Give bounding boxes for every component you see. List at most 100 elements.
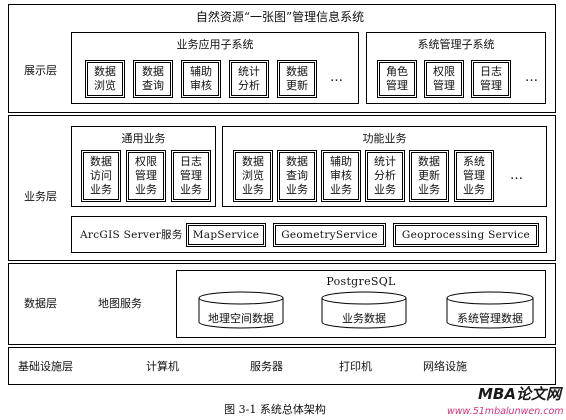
business-subsystem-box <box>71 32 359 104</box>
mgmt-subsystem-item-1-line-1: 管理 <box>433 79 455 92</box>
functional-business-item-0-line-0: 数据 <box>242 155 264 168</box>
functional-business-item-0-line-1: 浏览 <box>242 169 264 182</box>
functional-business-item-5: 系统管理业务 <box>454 150 494 202</box>
functional-business-item-4: 数据更新业务 <box>409 150 449 202</box>
infra-computer: 计算机 <box>146 360 179 373</box>
business-subsystem-title: 业务应用子系统 <box>176 38 254 51</box>
system-title: 自然资源“一张图”管理信息系统 <box>195 10 365 24</box>
mgmt-subsystem-item-0-line-0: 角色 <box>386 65 408 78</box>
functional-business-item-0: 数据浏览业务 <box>233 150 273 202</box>
data-layer <box>8 263 556 345</box>
database-geospatial-label: 地理空间数据 <box>208 312 274 325</box>
functional-business-item-2-line-1: 审核 <box>330 169 352 182</box>
general-business-item-0-line-0: 数据 <box>90 155 112 168</box>
business-subsystem-item-2-line-1: 审核 <box>190 79 212 92</box>
business-subsystem-item-0: 数据浏览 <box>85 60 125 98</box>
mgmt-subsystem-item-2-line-0: 日志 <box>480 65 502 78</box>
business-subsystem-item-0-line-1: 浏览 <box>94 79 116 92</box>
data-layer-label: 数据层 <box>24 297 57 310</box>
general-business-item-0-line-1: 访问 <box>90 169 112 182</box>
business-subsystem-more: … <box>330 70 344 85</box>
geometry-service-label: GeometryService <box>281 229 378 241</box>
business-layer <box>8 115 556 261</box>
mgmt-subsystem-more: … <box>525 70 539 85</box>
watermark-brand: MBA论文网 <box>478 385 561 403</box>
business-layer-label: 业务层 <box>24 190 57 203</box>
database-sysmgmt-label: 系统管理数据 <box>457 312 523 325</box>
arcgis-server-box <box>71 216 547 253</box>
mgmt-subsystem-item-1: 权限管理 <box>424 60 464 98</box>
mgmt-subsystem-item-0-line-1: 管理 <box>386 79 408 92</box>
map-service-label: MapService <box>192 229 260 241</box>
functional-business-item-1-line-2: 业务 <box>286 183 308 196</box>
infra-printer: 打印机 <box>339 360 372 373</box>
functional-business-item-1-line-0: 数据 <box>286 155 308 168</box>
postgresql-title: PostgreSQL <box>326 275 396 288</box>
infra-network: 网络设施 <box>423 360 467 373</box>
general-business-item-1-line-1: 管理 <box>135 169 157 182</box>
geoprocessing-service-box <box>393 223 539 247</box>
business-subsystem-item-4-line-0: 数据 <box>286 65 308 78</box>
figure-caption: 图 3-1 系统总体架构 <box>224 403 326 416</box>
functional-business-item-1: 数据查询业务 <box>277 150 317 202</box>
general-business-item-2-line-2: 业务 <box>180 183 202 196</box>
geometry-service-box <box>273 223 386 247</box>
functional-business-item-2-line-0: 辅助 <box>330 155 352 168</box>
business-subsystem-item-1: 数据查询 <box>133 60 173 98</box>
general-business-item-2-line-1: 管理 <box>180 169 202 182</box>
arcgis-server-label: ArcGIS Server服务 <box>80 229 183 241</box>
functional-business-item-3-line-0: 统计 <box>374 155 396 168</box>
functional-business-item-5-line-0: 系统 <box>463 155 485 168</box>
business-subsystem-item-4: 数据更新 <box>277 60 317 98</box>
functional-business-item-4-line-2: 业务 <box>418 183 440 196</box>
business-subsystem-item-3: 统计分析 <box>229 60 269 98</box>
geoprocessing-service-label: Geoprocessing Service <box>401 229 531 241</box>
infra-layer <box>8 347 556 385</box>
mgmt-subsystem-box <box>366 32 546 104</box>
mgmt-subsystem-item-0: 角色管理 <box>377 60 417 98</box>
business-subsystem-item-2-line-0: 辅助 <box>190 65 212 78</box>
business-subsystem-item-3-line-0: 统计 <box>238 65 260 78</box>
functional-business-item-0-line-2: 业务 <box>242 183 264 196</box>
infra-layer-label: 基础设施层 <box>18 360 73 373</box>
business-subsystem-item-1-line-0: 数据 <box>142 65 164 78</box>
functional-business-more: … <box>510 168 524 183</box>
business-subsystem-item-4-line-1: 更新 <box>286 79 308 92</box>
general-business-item-2-line-0: 日志 <box>180 155 202 168</box>
general-business-item-1: 权限管理业务 <box>126 150 166 202</box>
functional-business-item-3: 统计分析业务 <box>365 150 405 202</box>
functional-business-item-4-line-0: 数据 <box>418 155 440 168</box>
database-business-label: 业务数据 <box>342 312 386 325</box>
map-service-text: 地图服务 <box>98 297 142 310</box>
functional-business-title: 功能业务 <box>362 132 407 145</box>
business-subsystem-item-1-line-1: 查询 <box>142 79 164 92</box>
presentation-layer <box>8 4 556 113</box>
functional-business-item-3-line-2: 业务 <box>374 183 396 196</box>
general-business-item-1-line-2: 业务 <box>135 183 157 196</box>
general-business-item-1-line-0: 权限 <box>135 155 157 168</box>
general-business-box <box>71 126 216 207</box>
general-business-item-0-line-2: 业务 <box>90 183 112 196</box>
infra-server: 服务器 <box>250 360 283 373</box>
mgmt-subsystem-title: 系统管理子系统 <box>417 38 495 51</box>
mgmt-subsystem-item-1-line-0: 权限 <box>433 65 455 78</box>
business-subsystem-item-2: 辅助审核 <box>181 60 221 98</box>
presentation-layer-label: 展示层 <box>24 64 57 77</box>
business-subsystem-item-3-line-1: 分析 <box>238 79 260 92</box>
functional-business-item-3-line-1: 分析 <box>374 169 396 182</box>
general-business-item-2: 日志管理业务 <box>171 150 211 202</box>
postgresql-box <box>176 270 546 338</box>
functional-business-box <box>222 126 547 207</box>
map-service-box <box>186 223 266 247</box>
functional-business-item-2: 辅助审核业务 <box>321 150 361 202</box>
business-subsystem-item-0-line-0: 数据 <box>94 65 116 78</box>
mgmt-subsystem-item-2: 日志管理 <box>471 60 511 98</box>
general-business-title: 通用业务 <box>121 132 166 145</box>
functional-business-item-5-line-1: 管理 <box>463 169 485 182</box>
functional-business-item-5-line-2: 业务 <box>463 183 485 196</box>
mgmt-subsystem-item-2-line-1: 管理 <box>480 79 502 92</box>
functional-business-item-1-line-1: 查询 <box>286 169 308 182</box>
functional-business-item-4-line-1: 更新 <box>418 169 440 182</box>
general-business-item-0: 数据访问业务 <box>81 150 121 202</box>
functional-business-item-2-line-2: 业务 <box>330 183 352 196</box>
